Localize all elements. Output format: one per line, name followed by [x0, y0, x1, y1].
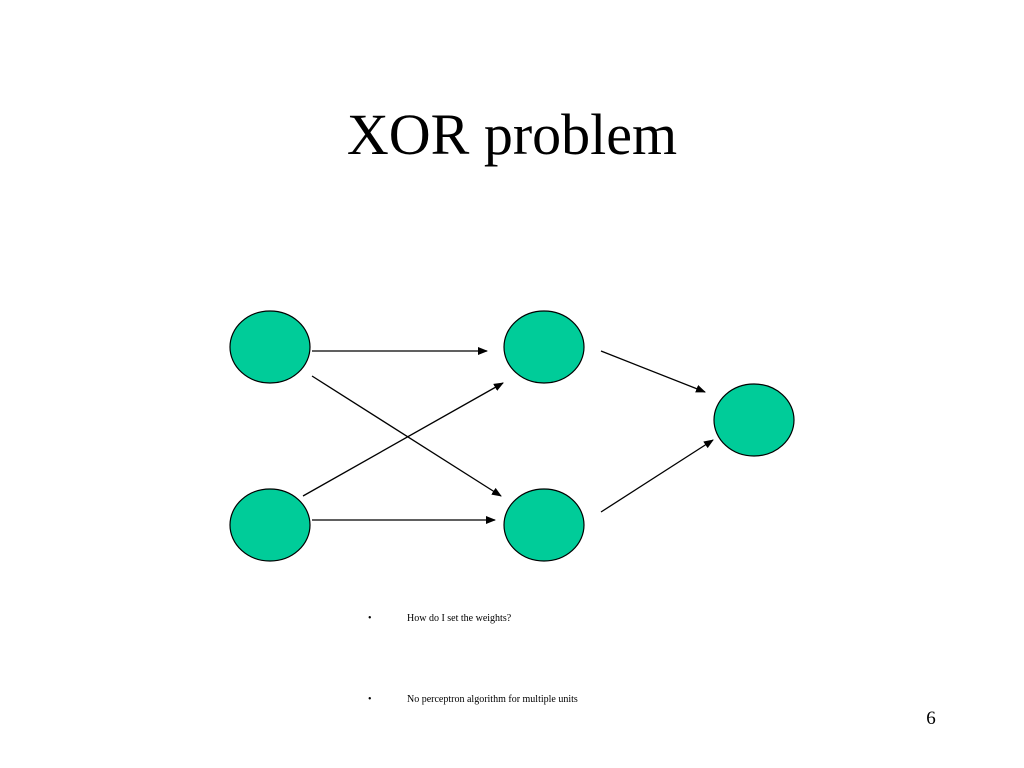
- slide-number: 6: [926, 708, 936, 729]
- edge-input-bottom-to-hidden-top: [302, 382, 504, 497]
- bullet-item: • How do I set the weights?: [368, 612, 578, 626]
- node-input-top: [229, 310, 311, 384]
- node-hidden-top: [503, 310, 585, 384]
- bullet-text: No perceptron algorithm for multiple uni…: [407, 694, 578, 705]
- bullet-item: • No perceptron algorithm for multiple u…: [368, 693, 578, 707]
- edge-hidden-bottom-to-output: [600, 439, 714, 513]
- edge-input-top-to-hidden-bottom: [311, 375, 502, 497]
- node-hidden-bottom: [503, 488, 585, 562]
- node-output: [713, 383, 795, 457]
- bullet-list: • How do I set the weights? • No percept…: [368, 612, 578, 707]
- node-input-bottom: [229, 488, 311, 562]
- edge-hidden-top-to-output: [600, 350, 706, 393]
- bullet-text: How do I set the weights?: [407, 613, 512, 624]
- bullet-marker: •: [368, 613, 372, 624]
- slide-title: XOR problem: [346, 102, 678, 167]
- bullet-marker: •: [368, 694, 372, 705]
